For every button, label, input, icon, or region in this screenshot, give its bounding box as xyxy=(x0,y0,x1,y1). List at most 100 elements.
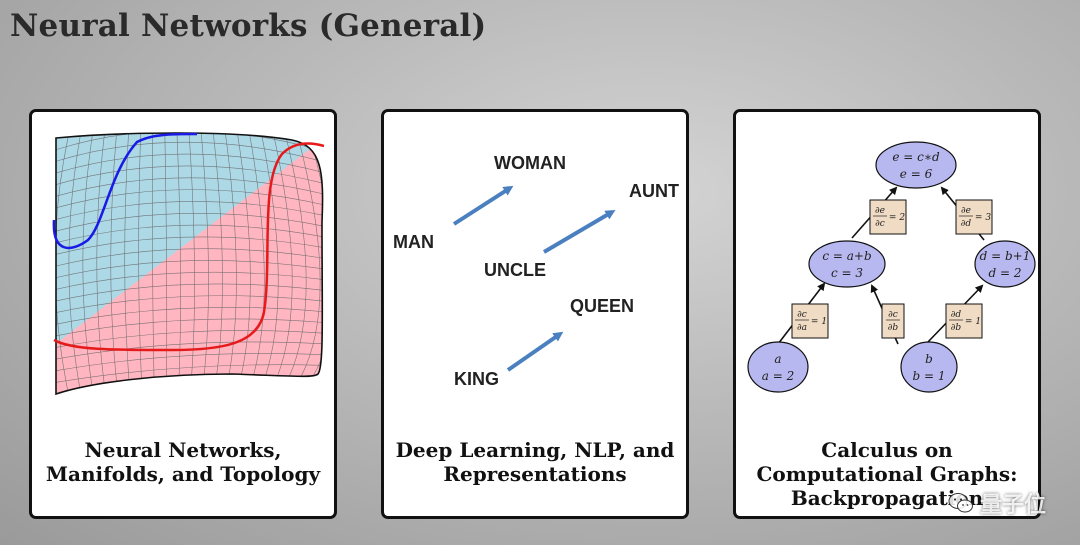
red-curve xyxy=(53,142,325,352)
manifold-outline xyxy=(55,132,324,396)
mesh-line xyxy=(56,318,323,337)
mesh-line xyxy=(224,133,237,382)
mesh-line xyxy=(56,260,323,278)
mesh-line xyxy=(82,135,94,392)
mesh-line xyxy=(56,201,323,220)
svg-text:a: a xyxy=(774,352,781,366)
card-caption: Neural Networks, Manifolds, and Topology xyxy=(32,438,334,486)
svg-text:d = 2: d = 2 xyxy=(989,266,1022,280)
mesh-line xyxy=(56,133,323,152)
mesh-line xyxy=(261,134,279,379)
wechat-logo-icon xyxy=(948,493,973,513)
mesh-line xyxy=(56,224,323,244)
word-uncle: UNCLE xyxy=(484,260,546,280)
mesh-line xyxy=(285,135,307,377)
computational-graph-figure: e = c∗d e = 6 c = a+b c = 3 d = b+1 d = … xyxy=(747,141,1036,393)
node-a: a a = 2 xyxy=(747,341,809,393)
slide-title: Neural Networks (General) xyxy=(10,8,487,44)
mesh-line xyxy=(56,364,323,383)
card-caption: Deep Learning, NLP, and Representations xyxy=(384,438,686,486)
edge-label-dc-da: ∂c ∂a = 1 xyxy=(791,303,829,339)
svg-text:a = 2: a = 2 xyxy=(762,369,794,383)
mesh-line xyxy=(309,137,323,376)
svg-text:∂b: ∂b xyxy=(888,323,899,333)
mesh-grid xyxy=(56,133,323,394)
node-b: b b = 1 xyxy=(900,341,958,393)
card-deep-learning-nlp[interactable]: WOMAN AUNT MAN UNCLE QUEEN KING Deep Lea… xyxy=(381,109,689,519)
mesh-line xyxy=(56,177,323,197)
svg-text:∂c: ∂c xyxy=(875,219,885,229)
mesh-line xyxy=(176,133,181,385)
edge-label-dd-db: ∂d ∂b = 1 xyxy=(945,303,983,339)
watermark-text: 量子位 xyxy=(979,493,1046,518)
card-computational-graphs[interactable]: e = c∗d e = 6 c = a+b c = 3 d = b+1 d = … xyxy=(733,109,1041,519)
svg-text:b: b xyxy=(925,352,933,366)
mesh-line xyxy=(56,353,323,372)
svg-text:d = b+1: d = b+1 xyxy=(980,249,1031,263)
mesh-line xyxy=(56,271,323,290)
mesh-line xyxy=(56,137,57,394)
svg-text:= 2: = 2 xyxy=(889,213,905,223)
caption-line: Calculus on xyxy=(821,438,953,462)
word-woman: WOMAN xyxy=(494,153,566,173)
svg-text:∂c: ∂c xyxy=(797,310,807,320)
mesh-line xyxy=(200,133,209,384)
mesh-line xyxy=(152,133,155,387)
mesh-line xyxy=(321,137,323,375)
mesh-line xyxy=(273,134,293,378)
svg-text:∂b: ∂b xyxy=(951,323,962,333)
mesh-line xyxy=(56,141,323,162)
svg-text:∂e: ∂e xyxy=(875,206,885,216)
mesh-line xyxy=(56,295,323,313)
mesh-line xyxy=(110,134,118,390)
edge-label-de-dc: ∂e ∂c = 2 xyxy=(869,199,907,235)
svg-text:∂a: ∂a xyxy=(797,323,807,333)
caption-line: Manifolds, and Topology xyxy=(45,462,321,486)
svg-text:∂c: ∂c xyxy=(888,310,898,320)
caption-line: Deep Learning, NLP, and xyxy=(395,438,675,462)
mesh-line xyxy=(138,133,143,388)
edge-label-dc-db: ∂c ∂b xyxy=(881,303,905,339)
arrow-king-queen xyxy=(506,331,564,372)
mesh-line xyxy=(56,330,323,348)
card-caption: Calculus on Computational Graphs: Backpr… xyxy=(736,438,1038,510)
mesh-line xyxy=(68,136,81,393)
mesh-line xyxy=(188,133,195,385)
node-c: c = a+b c = 3 xyxy=(808,240,886,288)
caption-line: Computational Graphs: xyxy=(756,462,1018,486)
svg-text:∂e: ∂e xyxy=(961,206,971,216)
blue-curve xyxy=(52,132,198,250)
mesh-line xyxy=(96,134,106,391)
svg-text:∂d: ∂d xyxy=(961,219,972,229)
node-e: e = c∗d e = 6 xyxy=(875,141,957,189)
svg-text:c = 3: c = 3 xyxy=(831,266,863,280)
mesh-line xyxy=(237,133,251,381)
node-d: d = b+1 d = 2 xyxy=(974,240,1036,288)
mesh-line xyxy=(56,236,323,255)
mesh-line xyxy=(56,165,323,185)
mesh-line xyxy=(164,133,168,386)
mesh-line xyxy=(56,283,323,302)
mesh-line xyxy=(56,307,323,325)
word-queen: QUEEN xyxy=(570,296,635,316)
mesh-line xyxy=(212,133,223,383)
svg-text:e = 6: e = 6 xyxy=(900,167,933,181)
mesh-line xyxy=(124,133,130,389)
word-aunt: AUNT xyxy=(629,181,679,201)
manifold-figure xyxy=(52,132,325,396)
card-manifolds-topology[interactable]: Neural Networks, Manifolds, and Topology xyxy=(29,109,337,519)
word-vector-figure xyxy=(452,185,616,372)
caption-line: Representations xyxy=(443,462,627,486)
mesh-line xyxy=(56,248,323,267)
mesh-line xyxy=(56,153,323,174)
mesh-line xyxy=(56,137,69,394)
svg-text:∂d: ∂d xyxy=(951,310,962,320)
mesh-line xyxy=(297,136,321,376)
mesh-line xyxy=(56,213,323,232)
word-man: MAN xyxy=(393,232,434,252)
arrow-uncle-aunt xyxy=(542,209,616,254)
arrow-man-woman xyxy=(452,185,514,226)
svg-text:= 1: = 1 xyxy=(965,317,981,327)
mesh-line xyxy=(56,189,323,209)
svg-text:= 1: = 1 xyxy=(811,317,827,327)
